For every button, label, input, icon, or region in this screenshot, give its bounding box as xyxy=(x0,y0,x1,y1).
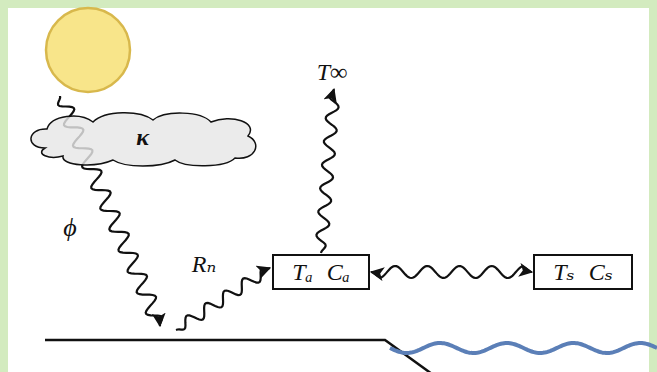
outgoing-radiation-wave xyxy=(316,89,338,253)
text-row: Tₛ Cₛ xyxy=(553,259,613,285)
sun-symbol xyxy=(46,8,130,92)
state-symbol: Cₛ xyxy=(589,259,613,285)
symbol-label: T∞ xyxy=(317,59,347,85)
exchange-wave xyxy=(371,266,532,278)
text-row: Tₐ Cₐ xyxy=(292,259,349,285)
water-wave xyxy=(390,343,657,353)
text-row: κ xyxy=(136,124,149,150)
state-box: Tₐ Cₐ xyxy=(272,254,370,290)
state-symbol: Tₛ xyxy=(553,259,574,285)
net-radiation-wave xyxy=(176,268,270,330)
state-symbol: Cₐ xyxy=(327,259,350,285)
cloud-symbol: κ xyxy=(136,124,149,150)
state-box: Tₛ Cₛ xyxy=(533,254,633,290)
ground-line xyxy=(45,340,432,372)
symbol-label: Rₙ xyxy=(192,251,216,277)
cloud-shape: κ xyxy=(25,110,260,165)
symbol-label: ϕ xyxy=(63,214,76,243)
state-symbol: Tₐ xyxy=(292,259,312,285)
